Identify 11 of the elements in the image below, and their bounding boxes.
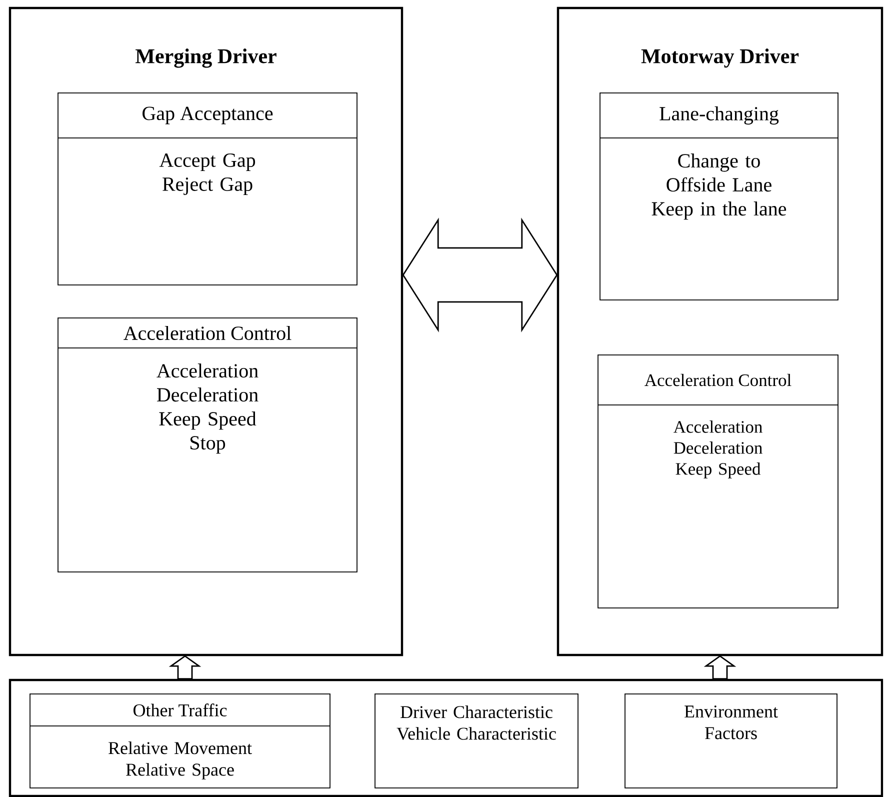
labeled-box: Acceleration Control Acceleration Deceleration Keep Speed [598, 354, 838, 608]
panel [8, 678, 884, 797]
block-arrow [704, 655, 736, 680]
block-arrow [402, 218, 558, 332]
labeled-box: Other Traffic Relative Movement Relative Space [30, 694, 330, 788]
labeled-box: Environment Factors [624, 694, 838, 788]
labeled-box: Gap Acceptance Accept Gap Reject Gap [58, 92, 358, 286]
labeled-box: Lane-changing Change to Offside Lane Keep in the lane [600, 92, 838, 300]
labeled-box: Driver Characteristic Vehicle Characteristic [374, 694, 578, 788]
block-arrow [168, 655, 202, 680]
labeled-box: Acceleration Control Acceleration Deceleration Keep Speed Stop [58, 318, 358, 572]
